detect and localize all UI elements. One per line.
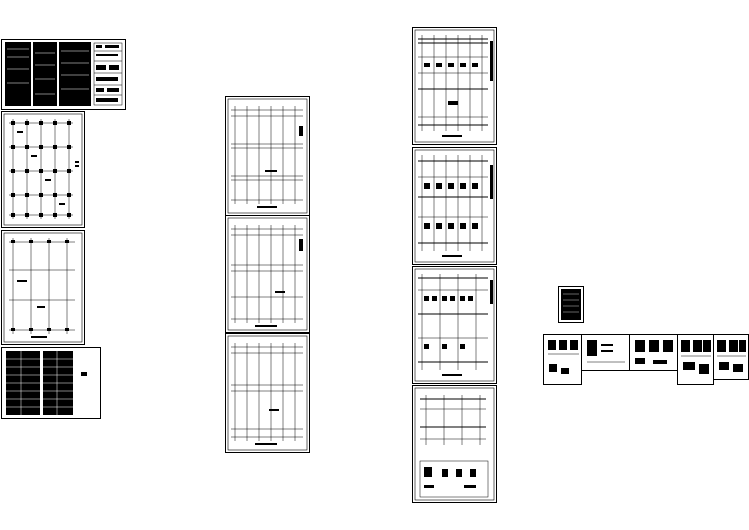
drawing-sheet-schedule[interactable] [1,347,101,419]
drawing-sheet-right-2[interactable] [412,147,497,265]
drawing-sheet-floor-plan-2[interactable] [1,230,85,345]
drawing-sheet-right-details[interactable] [412,385,497,503]
drawing-sheet-right-1[interactable] [412,27,497,145]
drawing-sheet-cover-notes[interactable] [1,39,126,110]
notes-text-block-2 [33,42,57,106]
column-markers [11,121,79,217]
drawing-sheet-right-3[interactable] [412,266,497,384]
drawing-sheet-floor-plan-1[interactable] [1,111,85,228]
drawing-sheet-detail-row[interactable] [543,334,749,386]
drawing-sheet-small-black[interactable] [558,286,584,323]
notes-right-column [93,42,123,106]
drawing-sheet-middle-1[interactable] [225,96,310,216]
notes-text-block-3 [59,42,91,106]
notes-text-block-1 [5,42,31,106]
drawing-sheet-middle-3[interactable] [225,333,310,453]
drawing-sheet-middle-2[interactable] [225,215,310,333]
